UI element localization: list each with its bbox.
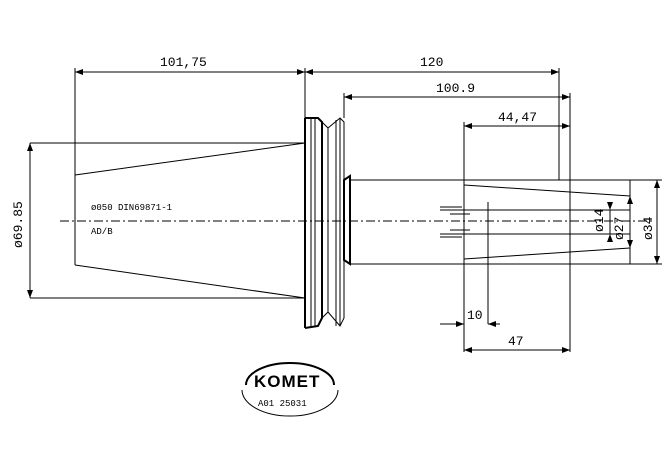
extension-lines [30,68,662,352]
part-number: A01 25031 [258,399,307,409]
dim-length-shank: 100.9 [436,81,475,96]
spec-line-1: ø050 DIN69871-1 [91,203,172,213]
flange [304,117,345,329]
taper-cone [74,118,306,328]
dim-diameter-34: ø34 [641,216,656,240]
logo-arc-top [245,362,335,386]
dim-diameter-14: ø14 [592,208,607,232]
dim-length-clamp: 44,47 [498,110,537,125]
dimension-lines [27,69,660,353]
dim-bore-depth: 10 [467,308,483,323]
shank [343,174,631,266]
dim-length-total: 120 [420,55,443,70]
spec-line-2: AD/B [91,227,113,237]
dim-length-left: 101,75 [160,55,207,70]
dim-bore-length: 47 [508,334,524,349]
dim-diameter-flange: ø69.85 [11,201,26,248]
komet-logo: KOMET [241,362,339,417]
logo-brand: KOMET [254,372,320,391]
logo-arc-bottom [241,389,339,417]
bore [440,202,630,242]
dim-diameter-27: ø27 [612,217,627,240]
